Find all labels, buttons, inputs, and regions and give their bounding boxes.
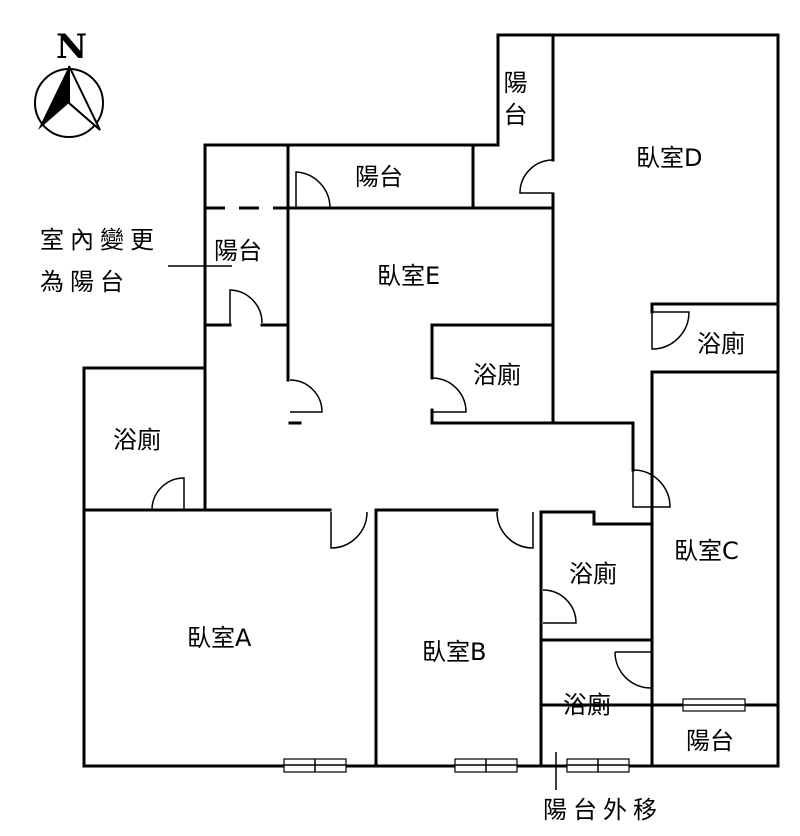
- room-label-balcony-top-vertical: 陽台: [499, 70, 527, 134]
- door-bedroom-e: [289, 379, 323, 413]
- door-balcony-top: [295, 171, 331, 209]
- room-label-balcony-bottom-right: 陽台: [686, 727, 734, 755]
- room-label-bedroom-a: 臥室A: [187, 624, 252, 652]
- door-bath-e: [431, 377, 467, 413]
- north-compass-icon: N: [34, 27, 104, 138]
- door-bedroom-d: [519, 159, 554, 194]
- room-label-bath-lower: 浴廁: [563, 691, 611, 719]
- note-relocated: 陽台外移: [543, 796, 663, 824]
- door-bath-left: [151, 477, 185, 511]
- door-bath-d: [651, 311, 690, 350]
- door-bedroom-b: [496, 511, 534, 549]
- room-label-bedroom-c: 臥室C: [674, 537, 739, 565]
- doors: [151, 159, 690, 689]
- leader-lines: [168, 265, 557, 790]
- door-balcony-left: [229, 289, 263, 325]
- door-bath-lower: [614, 651, 653, 689]
- room-label-bath-d: 浴廁: [697, 330, 745, 358]
- door-bedroom-c: [632, 469, 671, 508]
- note-converted-line2: 為陽台: [40, 268, 130, 296]
- room-label-bath-e: 浴廁: [473, 361, 521, 389]
- room-label-bedroom-b: 臥室B: [422, 638, 486, 666]
- walls: [82, 33, 780, 768]
- room-label-bedroom-e: 臥室E: [377, 262, 440, 290]
- compass-north-label: N: [56, 27, 87, 67]
- room-label-bath-mid: 浴廁: [569, 560, 617, 588]
- door-bath-mid: [542, 589, 577, 624]
- windows: [283, 698, 746, 773]
- note-converted-line1: 室內變更: [40, 226, 160, 254]
- room-label-balcony-top: 陽台: [355, 163, 403, 191]
- room-label-bath-left: 浴廁: [113, 426, 161, 454]
- door-bedroom-a: [330, 511, 368, 549]
- room-label-bedroom-d: 臥室D: [636, 144, 702, 172]
- room-label-balcony-left: 陽台: [214, 237, 262, 265]
